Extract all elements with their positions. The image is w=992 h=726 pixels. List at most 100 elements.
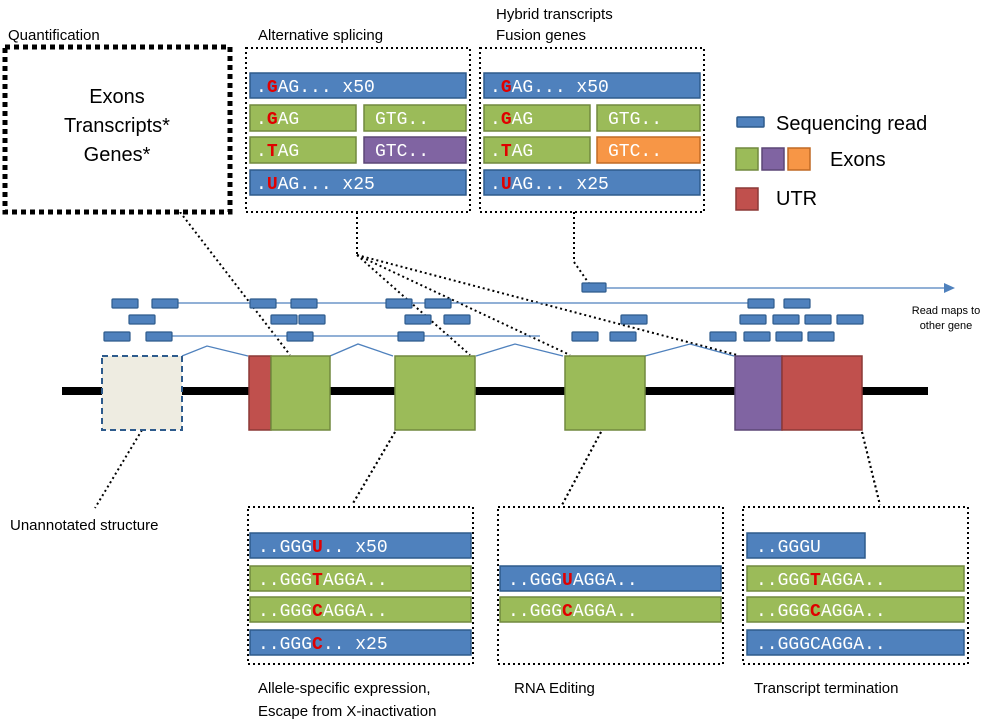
exon-sequence: GTC..: [375, 142, 429, 162]
read-sequence: .UAG... x25: [490, 175, 609, 195]
exon-segment: [483, 136, 591, 164]
connector-allele: [351, 431, 396, 506]
exon-sequence: .GAG: [490, 110, 533, 130]
connector-quantification: [179, 211, 291, 356]
rna-editing-rows: ..GGGUAGGA.. ..GGGCAGGA..: [499, 565, 722, 623]
quantification-box: [2, 44, 233, 215]
sequencing-read: [620, 314, 648, 325]
exon-segment-purple: [363, 136, 467, 164]
connector-overlays: [351, 431, 881, 506]
legend-read-label: Sequencing read: [776, 113, 927, 135]
genome-line: [62, 387, 928, 395]
sequencing-read: [743, 331, 771, 342]
exon-segment-orange: [596, 136, 701, 164]
sequencing-read: [397, 331, 425, 342]
sequencing-read: [807, 331, 835, 342]
sequencing-read: [609, 331, 637, 342]
quantification-line-exons: Exons: [89, 86, 145, 108]
sequencing-read: [747, 298, 775, 309]
legend-exons-label: Exons: [830, 149, 886, 171]
exon-4-purple: [734, 355, 783, 431]
read-sequence: ..GGGCAGGA..: [756, 635, 886, 655]
exon-segment: [249, 104, 357, 132]
legend-utr-swatch: [735, 187, 759, 211]
exon-sequence: .GAG: [256, 110, 299, 130]
exon-sequence: ..GGGCAGGA..: [756, 602, 886, 622]
read-sequence: ..GGGUAGGA..: [508, 571, 638, 591]
exon-sequence: GTC..: [608, 142, 662, 162]
read-sequence: .UAG... x25: [256, 175, 375, 195]
sequencing-read: [249, 629, 472, 656]
exon-segment: [249, 565, 472, 592]
sequencing-read: [270, 314, 298, 325]
quantification-line-genes: Genes*: [84, 144, 151, 166]
sequencing-read: [775, 331, 803, 342]
legend-exon-orange-swatch: [787, 147, 811, 171]
connector-splicing-2: [356, 254, 471, 356]
exon-sequence: ..GGGTAGGA..: [756, 571, 886, 591]
unannotated-exon: [101, 355, 183, 431]
sequencing-read: [249, 169, 467, 196]
sequencing-read: [772, 314, 800, 325]
legend-exon-green-swatch: [735, 147, 759, 171]
splicing-title: Alternative splicing: [258, 27, 383, 44]
exon-segment: [746, 565, 965, 592]
read-sequence: ..GGGU: [756, 538, 821, 558]
hybrid-title-line1: Hybrid transcripts: [496, 6, 613, 23]
sequencing-read: [443, 314, 471, 325]
hybrid-rows: .GAG... x50 .GAG GTG.. .TAG GTC.. .UAG..…: [483, 72, 701, 196]
exon-sequence: GTG..: [608, 110, 662, 130]
exon-3: [564, 355, 646, 431]
sequencing-read: [290, 298, 318, 309]
sequencing-read: [103, 331, 131, 342]
legend-read-swatch: [736, 116, 765, 128]
sequencing-read: [483, 169, 701, 196]
hybrid-title-line2: Fusion genes: [496, 27, 586, 44]
sequencing-read: [298, 314, 326, 325]
exon-sequence: ..GGGTAGGA..: [258, 571, 388, 591]
exon-segment: [746, 596, 965, 623]
exon-sequence: GTG..: [375, 110, 429, 130]
read-sequence: .GAG... x50: [490, 78, 609, 98]
sequencing-read: [249, 532, 472, 559]
read-pileup: [103, 298, 864, 342]
sequencing-read: [581, 282, 607, 293]
connector-unannotated: [94, 429, 143, 509]
connector-hybrid-2: [573, 261, 591, 286]
exon-segment: [249, 596, 472, 623]
splice-lines: [172, 302, 750, 357]
read-sequence: ..GGGC.. x25: [258, 635, 388, 655]
exon-segment: [363, 104, 467, 132]
sequencing-read: [128, 314, 156, 325]
termination-title: Transcript termination: [754, 680, 899, 697]
allele-title-line1: Allele-specific expression,: [258, 680, 431, 697]
read-maps-label-line1: Read maps to: [912, 305, 980, 317]
exon-sequence: ..GGGCAGGA..: [258, 602, 388, 622]
rna-editing-title: RNA Editing: [514, 680, 595, 697]
splicing-rows: .GAG... x50 .GAG GTG.. .TAG GTC.. .UAG..…: [249, 72, 467, 196]
utr-5prime: [248, 355, 272, 431]
exon-sequence: ..GGGCAGGA..: [508, 602, 638, 622]
sequencing-read: [804, 314, 832, 325]
legend: Sequencing read Exons UTR: [735, 113, 927, 211]
sequencing-read: [483, 72, 701, 99]
unannotated-label: Unannotated structure: [10, 517, 158, 534]
read-sequence: ..GGGU.. x50: [258, 538, 388, 558]
connector-splicing-4: [356, 254, 738, 356]
sequencing-read: [746, 629, 965, 656]
sequencing-read: [836, 314, 864, 325]
sequencing-read: [145, 331, 173, 342]
sequencing-read: [571, 331, 599, 342]
sequencing-read: [111, 298, 139, 309]
sequencing-read: [783, 298, 811, 309]
arrow-head-icon: [944, 283, 955, 293]
exon-1: [270, 355, 331, 431]
exon-sequence: .TAG: [256, 142, 299, 162]
sequencing-read: [499, 565, 722, 592]
read-sequence: .GAG... x50: [256, 78, 375, 98]
sequencing-read: [385, 298, 413, 309]
sequencing-read: [739, 314, 767, 325]
exon-2: [394, 355, 476, 431]
quantification-line-transcripts: Transcripts*: [64, 115, 170, 137]
